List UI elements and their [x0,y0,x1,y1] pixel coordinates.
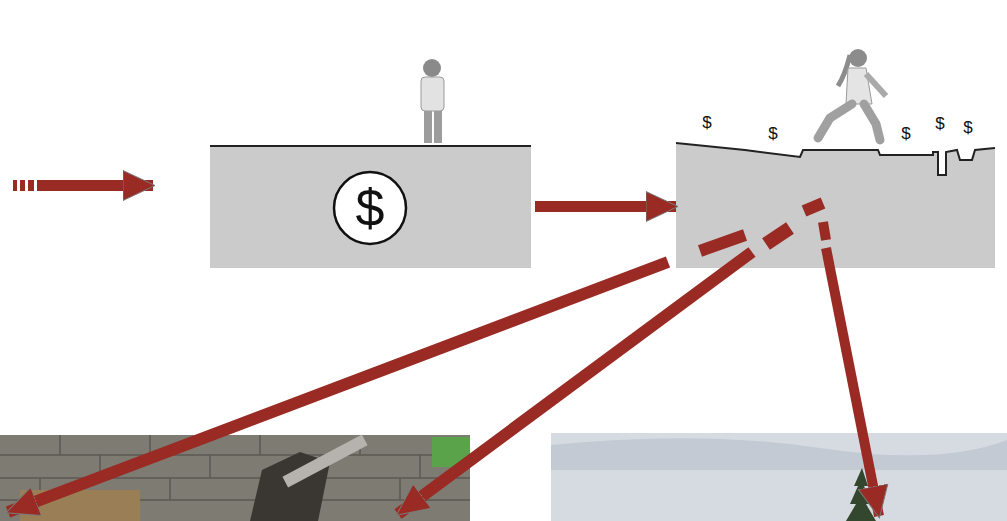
slab-fill [210,145,531,268]
cloud [551,438,1007,470]
arrow-dash [28,180,34,191]
stone-wall [0,435,470,521]
child-leg [434,111,442,143]
photo-detail [20,490,140,521]
money-symbol: $ [935,115,944,132]
arrow-dash [13,180,17,191]
telescope [282,435,367,488]
child-leg [424,111,432,143]
sky [551,433,1007,521]
slab-surface [676,143,995,175]
arrow-dash [700,235,745,251]
arrow-shaft [826,248,879,516]
node-outline [676,100,995,268]
arrow-dash [766,228,790,244]
child-body [421,77,444,111]
slab-surface [210,145,531,147]
arrow-dash [804,203,823,211]
arrow-shaft [8,262,668,512]
money-symbol: $ [702,114,711,131]
child-arm [866,74,886,96]
incoming-arrow [13,180,153,191]
child-standing [421,59,444,143]
outgoing-arrows [8,203,879,516]
money-symbol: $ [901,125,910,142]
flow-arrow [535,201,676,212]
ground-slab: $ [210,145,531,268]
photo-left [0,435,470,521]
arrow-shaft [37,180,153,191]
arrow-dash [20,180,25,191]
money-symbol: $ [963,119,972,136]
coin-circle [334,172,406,244]
slab-fill [676,143,995,268]
green-shirt [432,437,470,467]
tree [846,468,876,521]
uneven-ground-slab: $ $ $ $ $ [676,100,995,268]
arrow-shaft [398,252,752,514]
arrow-dash [823,222,826,240]
money-symbol: $ [768,125,777,142]
photo-right [551,433,1007,521]
child-head [423,59,441,77]
coin-symbol: $ [356,182,385,234]
child-leg [864,104,880,140]
child-running [818,49,886,140]
child-leg [818,104,852,138]
